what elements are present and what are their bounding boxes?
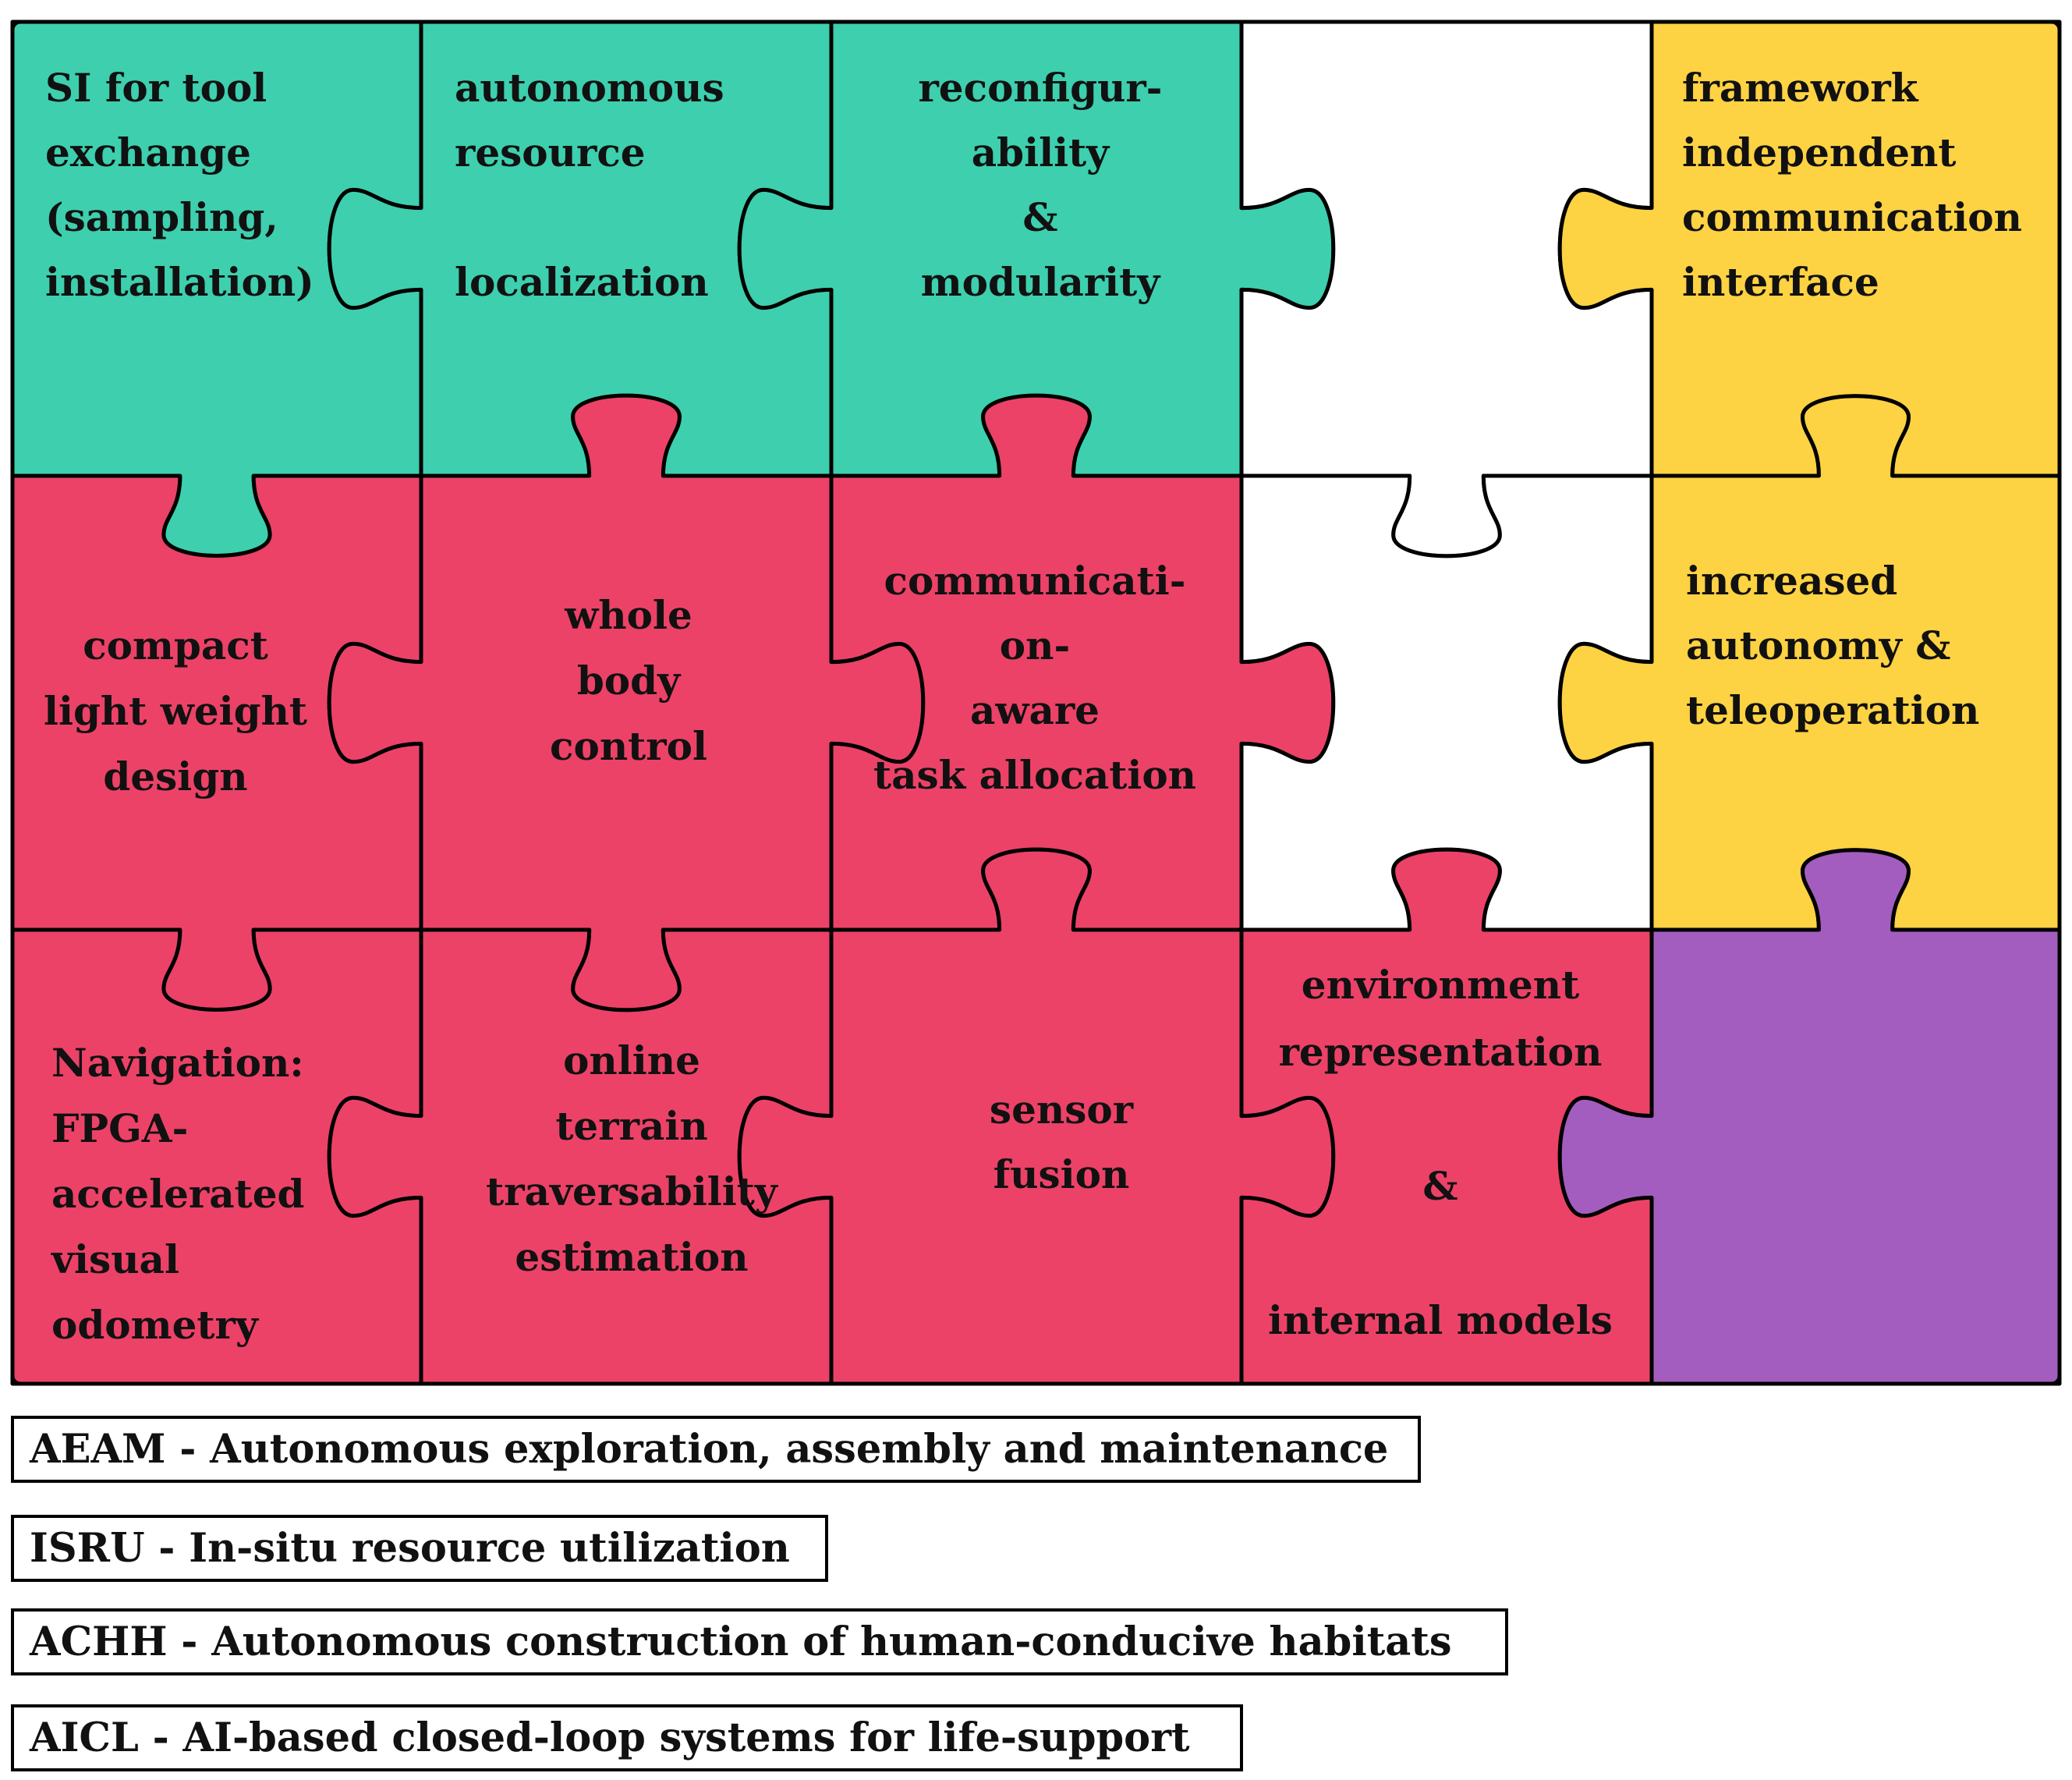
piece-label-line: light weight bbox=[44, 688, 307, 734]
piece-label-line: & bbox=[1022, 194, 1057, 240]
puzzle-frame bbox=[10, 20, 2062, 1386]
piece-label-line: SI for tool bbox=[45, 65, 267, 111]
piece-label-line: estimation bbox=[515, 1234, 748, 1280]
piece-label-line: autonomy & bbox=[1686, 622, 1950, 668]
legend-aeam: AEAM - Autonomous exploration, assembly … bbox=[11, 1416, 1421, 1483]
piece-label-line: environment bbox=[1302, 962, 1579, 1008]
legend-isru-label: ISRU - In-situ resource utilization bbox=[30, 1525, 790, 1572]
piece-label-p-1-4: increased autonomy & teleoperation bbox=[1686, 558, 1979, 733]
piece-label-line: design bbox=[103, 753, 247, 800]
piece-label-line: body bbox=[577, 658, 682, 704]
piece-label-line: fusion bbox=[993, 1151, 1130, 1197]
piece-label-line: aware bbox=[970, 687, 1100, 733]
piece-label-line: (sampling, bbox=[45, 194, 278, 240]
piece-label-line: Navigation: bbox=[51, 1040, 304, 1086]
piece-label-line: teleoperation bbox=[1686, 687, 1979, 733]
piece-label-line: representation bbox=[1279, 1029, 1603, 1075]
puzzle-piece-p-2-4 bbox=[1557, 848, 2062, 1386]
piece-label-line: resource bbox=[455, 129, 646, 176]
legend-aicl-label: AICL - AI-based closed-loop systems for … bbox=[30, 1714, 1190, 1761]
piece-label-line: increased bbox=[1686, 558, 1897, 604]
piece-label-line: & bbox=[1422, 1163, 1457, 1209]
legend-isru: ISRU - In-situ resource utilization bbox=[11, 1515, 828, 1582]
piece-label-line: framework bbox=[1682, 65, 1919, 111]
legend-aicl: AICL - AI-based closed-loop systems for … bbox=[11, 1704, 1243, 1771]
piece-label-p-2-3: environment representation & internal model… bbox=[1268, 962, 1613, 1343]
piece-label-line: localization bbox=[455, 259, 709, 305]
piece-label-line: interface bbox=[1682, 259, 1879, 305]
puzzle-diagram: SI for tool exchange (sampling, installatio… bbox=[10, 20, 2062, 1386]
piece-label-line: communication bbox=[1682, 194, 2022, 240]
piece-label-p-2-1: online terrain traversability estimation bbox=[486, 1037, 779, 1280]
piece-label-p-2-2: sensor fusion bbox=[990, 1087, 1134, 1197]
legend-achh-label: ACHH - Autonomous construction of human-… bbox=[30, 1619, 1452, 1665]
piece-label-p-0-0: SI for tool exchange (sampling, installatio… bbox=[45, 65, 314, 305]
piece-label-line: independent bbox=[1682, 129, 1956, 176]
piece-label-line: odometry bbox=[51, 1302, 260, 1348]
piece-label-line: autonomous bbox=[455, 65, 724, 111]
piece-label-line: installation) bbox=[45, 259, 314, 305]
piece-label-line: communicati- bbox=[884, 558, 1186, 604]
piece-label-p-0-4: framework independent communication interfa… bbox=[1682, 65, 2022, 305]
piece-label-line: online bbox=[563, 1037, 700, 1083]
piece-label-line: ability bbox=[972, 129, 1110, 176]
piece-label-line: exchange bbox=[45, 129, 251, 176]
piece-label-p-1-0: compact light weight design bbox=[44, 622, 307, 800]
piece-label-line: control bbox=[550, 723, 707, 769]
piece-label-p-0-2: reconfigur-ability & modularity bbox=[918, 65, 1162, 305]
piece-label-line: compact bbox=[83, 622, 268, 668]
piece-label-line: reconfigur- bbox=[918, 65, 1162, 111]
piece-label-line: traversability bbox=[486, 1168, 779, 1214]
piece-label-p-0-1: autonomous resource localization bbox=[455, 65, 724, 305]
piece-label-line: internal models bbox=[1268, 1297, 1613, 1343]
piece-label-p-2-0: Navigation: FPGA-accelerated visual odometr… bbox=[51, 1040, 305, 1348]
piece-label-line: accelerated bbox=[51, 1171, 305, 1217]
piece-label-line: visual bbox=[51, 1236, 179, 1282]
piece-label-line: whole bbox=[564, 592, 692, 638]
legend-aeam-label: AEAM - Autonomous exploration, assembly … bbox=[30, 1426, 1389, 1473]
piece-label-p-1-1: whole body control bbox=[550, 592, 707, 769]
piece-label-line: FPGA- bbox=[51, 1105, 188, 1151]
piece-label-p-1-2: communicati-on-aware task allocation bbox=[873, 558, 1196, 798]
piece-label-line: terrain bbox=[555, 1103, 707, 1149]
legend-achh: ACHH - Autonomous construction of human-… bbox=[11, 1608, 1508, 1675]
piece-label-line: modularity bbox=[921, 259, 1161, 305]
piece-label-line: on- bbox=[1000, 622, 1070, 668]
piece-label-line: sensor bbox=[990, 1087, 1134, 1133]
piece-label-line: task allocation bbox=[873, 752, 1196, 798]
